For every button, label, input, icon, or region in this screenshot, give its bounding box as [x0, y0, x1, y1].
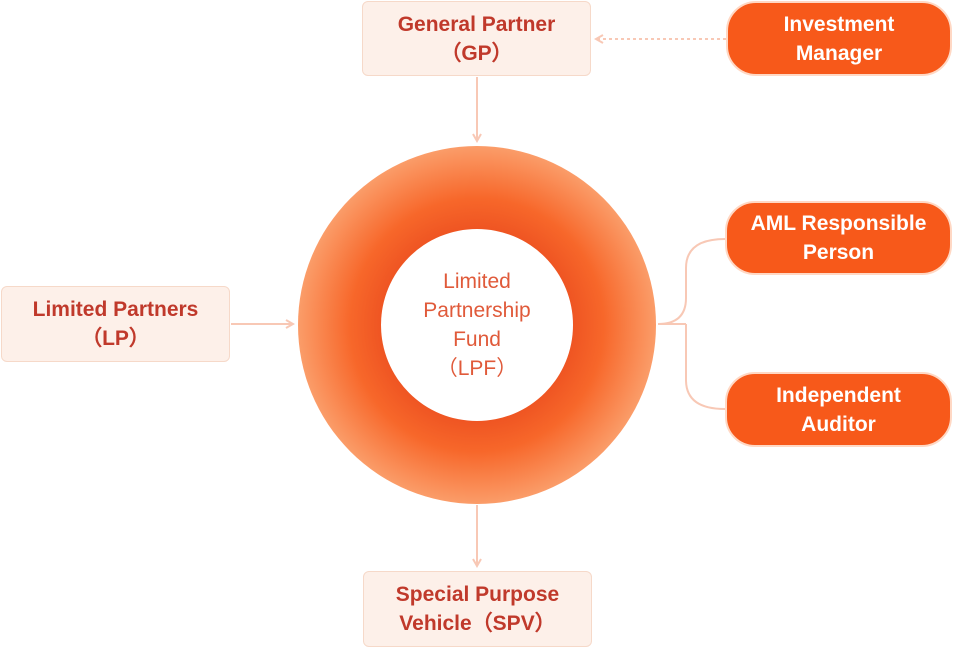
investment-manager-line1: Investment — [783, 12, 895, 36]
spv-label-line2: Vehicle（SPV） — [399, 612, 556, 635]
lpf-label-line1: Limited — [443, 270, 511, 293]
lpf-label-line3: Fund — [453, 328, 501, 351]
general-partner-label: General Partner — [397, 12, 556, 36]
spv-label-line1: Special Purpose — [395, 583, 560, 606]
spv-node: Special Purpose Vehicle（SPV） — [363, 571, 592, 647]
auditor-line2: Auditor — [801, 412, 876, 436]
independent-auditor-node: Independent Auditor — [725, 372, 952, 447]
limited-partners-abbr: （LP） — [81, 327, 150, 350]
limited-partners-node: Limited Partners （LP） — [1, 286, 230, 362]
general-partner-node: General Partner （GP） — [362, 1, 591, 76]
aml-line1: AML Responsible — [750, 212, 927, 235]
limited-partners-label: Limited Partners — [32, 298, 199, 321]
investment-manager-node: Investment Manager — [726, 1, 952, 76]
aml-line2: Person — [802, 241, 875, 264]
lpf-center-node: Limited Partnership Fund （LPF） — [381, 229, 573, 421]
auditor-line1: Independent — [776, 383, 901, 407]
general-partner-abbr: （GP） — [440, 41, 513, 65]
lpf-to-roles-bracket — [657, 238, 726, 410]
lpf-label-line4: （LPF） — [436, 357, 518, 380]
investment-manager-line2: Manager — [795, 41, 883, 65]
lpf-label-line2: Partnership — [423, 299, 531, 322]
aml-responsible-person-node: AML Responsible Person — [725, 201, 952, 275]
